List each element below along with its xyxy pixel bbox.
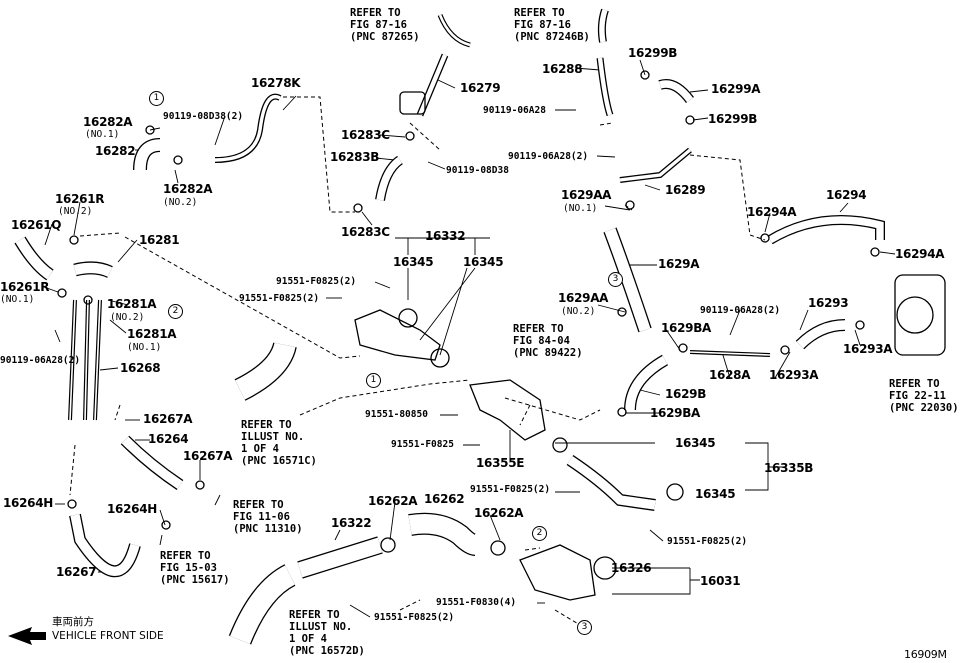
label-16289[interactable]: 16289 (665, 183, 706, 197)
label-1629AA-no1[interactable]: 1629AA (561, 188, 612, 202)
label-16031[interactable]: 16031 (700, 574, 741, 588)
label-16335B[interactable]: 16335B (764, 461, 814, 475)
label-16288[interactable]: 16288 (542, 62, 583, 76)
callout-circle-1: 1 (149, 91, 164, 106)
label-91551-80850[interactable]: 91551-80850 (365, 409, 428, 420)
label-16294A-top[interactable]: 16294A (747, 205, 797, 219)
label-16294A[interactable]: 16294A (895, 247, 945, 261)
label-16332[interactable]: 16332 (425, 229, 466, 243)
qualifier-no1: (NO.1) (127, 342, 162, 353)
label-90119-06A28-2-right[interactable]: 90119-06A28(2) (700, 305, 781, 316)
label-16262A[interactable]: 16262A (474, 506, 524, 520)
label-16261R-no1[interactable]: 16261R (0, 280, 50, 294)
vehicle-front-en: VEHICLE FRONT SIDE (52, 630, 164, 642)
diagram-code: 16909M (904, 648, 947, 661)
label-16294[interactable]: 16294 (826, 188, 867, 202)
label-91551-F0830-4[interactable]: 91551-F0830(4) (436, 597, 517, 608)
refer-note-22030[interactable]: REFER TO FIG 22-11 (PNC 22030) (889, 378, 959, 414)
label-16299A[interactable]: 16299A (711, 82, 761, 96)
refer-note-16571C[interactable]: REFER TO ILLUST NO. 1 OF 4 (PNC 16571C) (241, 419, 317, 467)
label-16282[interactable]: 16282 (95, 144, 136, 158)
part-shapes (14, 8, 946, 645)
front-arrow (8, 627, 46, 645)
label-16293A-right[interactable]: 16293A (843, 342, 893, 356)
qualifier-no2: (NO.2) (163, 197, 198, 208)
label-16322[interactable]: 16322 (331, 516, 372, 530)
callout-circle-1: 1 (366, 373, 381, 388)
qualifier-no1: (NO.1) (563, 203, 598, 214)
label-16279[interactable]: 16279 (460, 81, 501, 95)
label-16281A-no1[interactable]: 16281A (127, 327, 177, 341)
label-16281A-no2[interactable]: 16281A (107, 297, 157, 311)
label-16293A[interactable]: 16293A (769, 368, 819, 382)
label-1629A[interactable]: 1629A (658, 257, 700, 271)
label-16345-a[interactable]: 16345 (393, 255, 434, 269)
label-16267A-top[interactable]: 16267A (143, 412, 193, 426)
label-90119-06A28[interactable]: 90119-06A28 (483, 105, 546, 116)
label-16283C-bottom[interactable]: 16283C (341, 225, 390, 239)
label-16282A-no1[interactable]: 16282A (83, 115, 133, 129)
label-16264H-left[interactable]: 16264H (3, 496, 53, 510)
label-1629B[interactable]: 1629B (665, 387, 707, 401)
label-1629BA[interactable]: 1629BA (650, 406, 701, 420)
refer-note-87265[interactable]: REFER TO FIG 87-16 (PNC 87265) (350, 7, 420, 43)
label-91551-F0825[interactable]: 91551-F0825 (391, 439, 454, 450)
qualifier-no1: (NO.1) (85, 129, 120, 140)
label-16299B-top[interactable]: 16299B (628, 46, 678, 60)
label-91551-F0825-2-d[interactable]: 91551-F0825(2) (667, 536, 748, 547)
label-90119-08D38-2[interactable]: 90119-08D38(2) (163, 111, 244, 122)
label-16268[interactable]: 16268 (120, 361, 161, 375)
label-16345-d[interactable]: 16345 (695, 487, 736, 501)
vehicle-front-jp: 車両前方 (52, 616, 94, 628)
qualifier-no1: (NO.1) (0, 294, 35, 305)
label-16267[interactable]: 16267 (56, 565, 97, 579)
label-91551-F0825-2-b[interactable]: 91551-F0825(2) (239, 293, 320, 304)
label-16261R-no2[interactable]: 16261R (55, 192, 105, 206)
refer-note-15617[interactable]: REFER TO FIG 15-03 (PNC 15617) (160, 550, 230, 586)
label-16355E[interactable]: 16355E (476, 456, 525, 470)
qualifier-no2: (NO.2) (58, 206, 93, 217)
callout-circle-3: 3 (577, 620, 592, 635)
label-16293[interactable]: 16293 (808, 296, 849, 310)
label-16264H[interactable]: 16264H (107, 502, 157, 516)
label-16345-c[interactable]: 16345 (675, 436, 716, 450)
label-16345-b[interactable]: 16345 (463, 255, 504, 269)
dashed-leader-lines (29, 96, 766, 626)
label-90119-08D38[interactable]: 90119-08D38 (446, 165, 509, 176)
callout-circle-3: 3 (608, 272, 623, 287)
label-1628A[interactable]: 1628A (709, 368, 751, 382)
label-1629AA-no2[interactable]: 1629AA (558, 291, 609, 305)
callout-circle-2: 2 (168, 304, 183, 319)
label-1629BA-top[interactable]: 1629BA (661, 321, 712, 335)
label-16278K[interactable]: 16278K (251, 76, 301, 90)
refer-note-11310[interactable]: REFER TO FIG 11-06 (PNC 11310) (233, 499, 303, 535)
qualifier-no2: (NO.2) (561, 306, 596, 317)
label-16282A-no2[interactable]: 16282A (163, 182, 213, 196)
label-16267A[interactable]: 16267A (183, 449, 233, 463)
label-16261Q[interactable]: 16261Q (11, 218, 62, 232)
label-90119-06A28-2-top[interactable]: 90119-06A28(2) (508, 151, 589, 162)
label-90119-06A28-2-left[interactable]: 90119-06A28(2) (0, 355, 81, 366)
label-91551-F0825-2-a[interactable]: 91551-F0825(2) (276, 276, 357, 287)
label-91551-F0825-2-c[interactable]: 91551-F0825(2) (470, 484, 551, 495)
refer-note-16572D[interactable]: REFER TO ILLUST NO. 1 OF 4 (PNC 16572D) (289, 609, 365, 657)
label-16283C-top[interactable]: 16283C (341, 128, 390, 142)
label-16262[interactable]: 16262 (424, 492, 465, 506)
label-16262A-top[interactable]: 16262A (368, 494, 418, 508)
label-91551-F0825-2-e[interactable]: 91551-F0825(2) (374, 612, 455, 623)
label-16283B[interactable]: 16283B (330, 150, 380, 164)
refer-note-89422[interactable]: REFER TO FIG 84-04 (PNC 89422) (513, 323, 583, 359)
qualifier-no2: (NO.2) (110, 312, 145, 323)
callout-circle-2: 2 (532, 526, 547, 541)
label-16281[interactable]: 16281 (139, 233, 180, 247)
refer-note-87246B[interactable]: REFER TO FIG 87-16 (PNC 87246B) (514, 7, 590, 43)
label-16326[interactable]: 16326 (611, 561, 652, 575)
label-16299B[interactable]: 16299B (708, 112, 758, 126)
label-16264[interactable]: 16264 (148, 432, 189, 446)
